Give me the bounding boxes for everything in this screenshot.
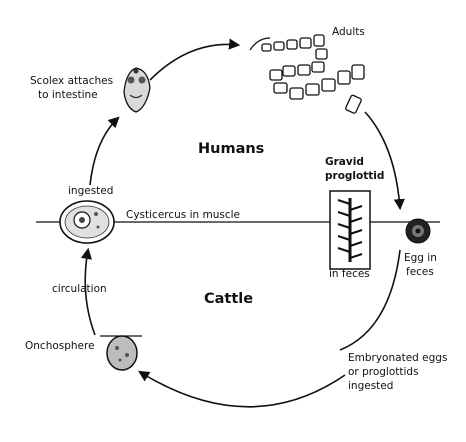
cysticercus-figure <box>59 200 115 244</box>
embryonated-label-line2: or proglottids <box>348 366 419 378</box>
embryonated-label-line1: Embryonated eggs <box>348 352 448 364</box>
egg-label-line1: Egg in <box>404 252 437 264</box>
cattle-label: Cattle <box>204 291 254 307</box>
arc-scolex-to-adults <box>149 38 241 81</box>
adults-label: Adults <box>332 26 365 38</box>
humans-label: Humans <box>198 141 265 157</box>
egg-figure <box>405 218 431 244</box>
onchosphere-figure <box>100 335 142 371</box>
onchosphere-label: Onchosphere <box>25 340 95 352</box>
arc-cysticercus-to-scolex <box>89 116 120 186</box>
egg-label-line2: feces <box>406 266 434 278</box>
scolex-label-line2: to intestine <box>38 89 98 101</box>
in-feces-label: in feces <box>329 268 370 280</box>
arc-egg-to-embryonated <box>339 249 401 351</box>
ingested-label: ingested <box>68 185 114 197</box>
circulation-label: circulation <box>52 283 107 295</box>
arc-onchosphere-to-cysticercus <box>80 247 96 336</box>
arc-adults-to-gravid <box>364 111 405 211</box>
gravid-label-line1: Gravid <box>325 156 364 168</box>
gravid-label-line2: proglottid <box>325 170 385 182</box>
scolex-figure <box>123 67 151 113</box>
scolex-label-line1: Scolex attaches <box>30 75 114 87</box>
embryonated-label-line3: ingested <box>348 380 394 392</box>
cysticercus-label: Cysticercus in muscle <box>126 209 241 221</box>
gravid-proglottid-figure <box>329 190 371 270</box>
arc-embryonated-to-onchosphere <box>138 370 346 408</box>
adult-tapeworm-figure <box>249 34 365 114</box>
